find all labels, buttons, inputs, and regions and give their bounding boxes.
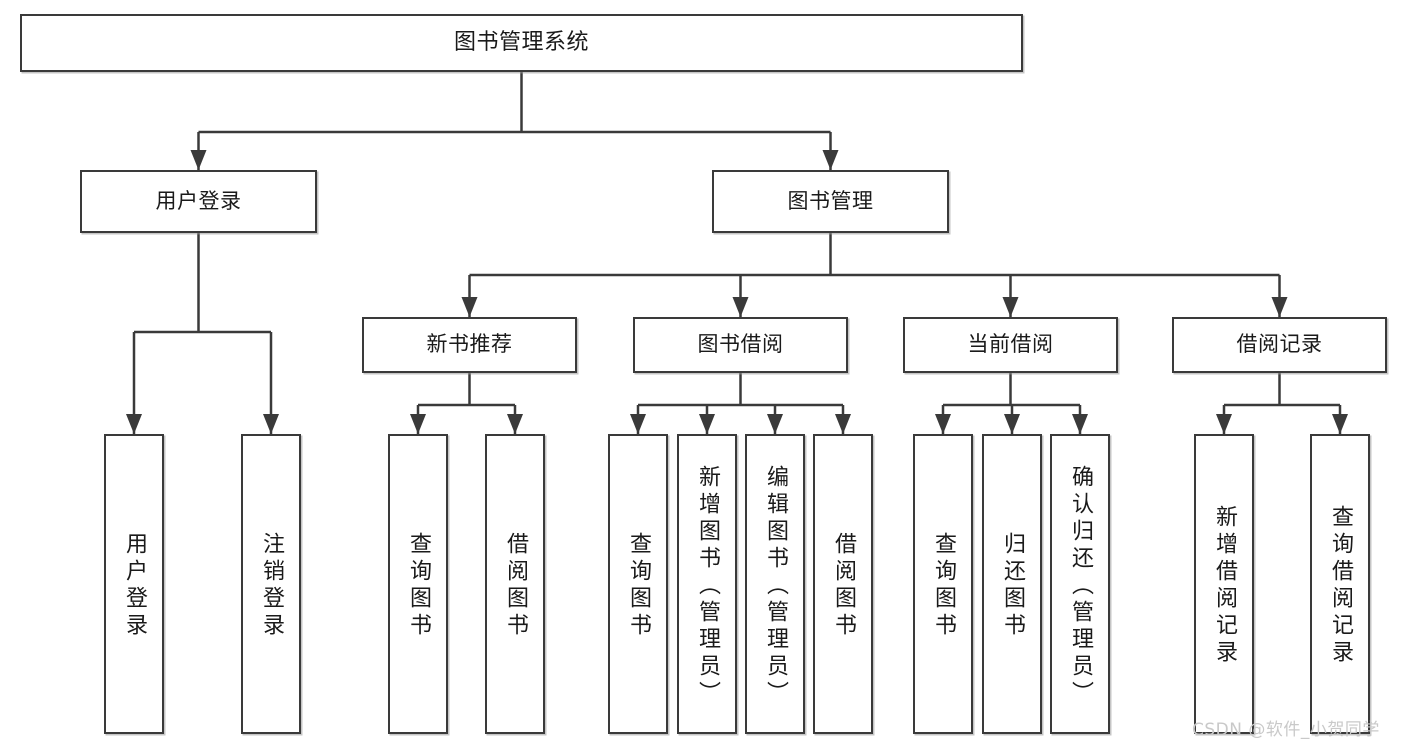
node-label-leaf-query-record: 查询借阅记录	[1328, 505, 1353, 667]
node-leaf-query-book-1[interactable]: 查询图书	[388, 434, 448, 734]
node-root[interactable]: 图书管理系统	[20, 14, 1023, 72]
node-leaf-query-record[interactable]: 查询借阅记录	[1310, 434, 1370, 734]
node-label-leaf-query-book-3: 查询图书	[931, 532, 956, 640]
arrowhead-book-borrow-leaf-edit-book	[767, 414, 783, 434]
node-leaf-user-login[interactable]: 用户登录	[104, 434, 164, 734]
arrowhead-current-borrow-leaf-confirm-return	[1072, 414, 1088, 434]
node-book-manage[interactable]: 图书管理	[712, 170, 949, 233]
arrowhead-new-book-rec-leaf-query-book-1	[410, 414, 426, 434]
node-label-book-manage: 图书管理	[787, 188, 874, 213]
arrowhead-book-borrow-leaf-add-book	[699, 414, 715, 434]
node-label-leaf-user-login: 用户登录	[122, 532, 147, 640]
node-leaf-add-record[interactable]: 新增借阅记录	[1194, 434, 1254, 734]
arrowhead-root-user-login	[190, 150, 207, 170]
arrowhead-book-manage-new-book-rec	[461, 297, 478, 317]
node-leaf-logout[interactable]: 注销登录	[241, 434, 301, 734]
node-new-book-rec[interactable]: 新书推荐	[362, 317, 577, 373]
node-leaf-add-book[interactable]: 新增图书（管理员）	[677, 434, 737, 734]
node-user-login[interactable]: 用户登录	[80, 170, 317, 233]
node-label-root: 图书管理系统	[453, 29, 589, 55]
arrowhead-book-manage-current-borrow	[1002, 297, 1019, 317]
node-leaf-borrow-book-1[interactable]: 借阅图书	[485, 434, 545, 734]
node-label-leaf-confirm-return: 确认归还（管理员）	[1068, 464, 1093, 708]
node-current-borrow[interactable]: 当前借阅	[903, 317, 1118, 373]
node-label-new-book-rec: 新书推荐	[426, 332, 513, 357]
arrowhead-current-borrow-leaf-return-book	[1004, 414, 1020, 434]
node-label-leaf-add-book: 新增图书（管理员）	[695, 464, 720, 708]
arrowhead-current-borrow-leaf-query-book-3	[935, 414, 951, 434]
csdn-watermark: CSDN @软件_小贺同学	[1192, 720, 1380, 740]
node-label-current-borrow: 当前借阅	[967, 332, 1054, 357]
arrowhead-root-book-manage	[822, 150, 839, 170]
node-label-leaf-query-book-1: 查询图书	[406, 532, 431, 640]
node-label-book-borrow: 图书借阅	[697, 332, 784, 357]
node-leaf-edit-book[interactable]: 编辑图书（管理员）	[745, 434, 805, 734]
node-leaf-query-book-3[interactable]: 查询图书	[913, 434, 973, 734]
arrowhead-book-manage-book-borrow	[732, 297, 749, 317]
node-label-leaf-return-book: 归还图书	[1000, 532, 1025, 640]
node-leaf-confirm-return[interactable]: 确认归还（管理员）	[1050, 434, 1110, 734]
node-label-leaf-query-book-2: 查询图书	[626, 532, 651, 640]
node-label-leaf-logout: 注销登录	[259, 532, 284, 640]
arrowhead-book-manage-borrow-record	[1271, 297, 1288, 317]
node-label-borrow-record: 借阅记录	[1236, 332, 1323, 357]
node-leaf-borrow-book-2[interactable]: 借阅图书	[813, 434, 873, 734]
arrowhead-user-login-leaf-logout	[263, 414, 279, 434]
arrowhead-borrow-record-leaf-query-record	[1332, 414, 1348, 434]
node-borrow-record[interactable]: 借阅记录	[1172, 317, 1387, 373]
node-label-user-login: 用户登录	[155, 188, 242, 213]
node-label-leaf-edit-book: 编辑图书（管理员）	[763, 464, 788, 708]
arrowhead-user-login-leaf-user-login	[126, 414, 142, 434]
arrowhead-borrow-record-leaf-add-record	[1216, 414, 1232, 434]
node-book-borrow[interactable]: 图书借阅	[633, 317, 848, 373]
arrowhead-book-borrow-leaf-borrow-book-2	[835, 414, 851, 434]
arrowhead-new-book-rec-leaf-borrow-book-1	[507, 414, 523, 434]
node-label-leaf-borrow-book-2: 借阅图书	[831, 532, 856, 640]
arrowhead-book-borrow-leaf-query-book-2	[630, 414, 646, 434]
node-label-leaf-add-record: 新增借阅记录	[1212, 505, 1237, 667]
node-leaf-return-book[interactable]: 归还图书	[982, 434, 1042, 734]
node-label-leaf-borrow-book-1: 借阅图书	[503, 532, 528, 640]
node-leaf-query-book-2[interactable]: 查询图书	[608, 434, 668, 734]
